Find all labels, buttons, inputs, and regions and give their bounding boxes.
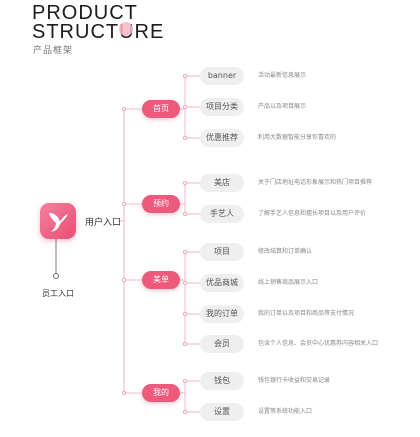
desc-project-category: 产品以及项目展示 bbox=[258, 103, 307, 110]
staff-entry-label: 员工入口 bbox=[42, 289, 74, 298]
node-artisan: 手艺人 bbox=[200, 205, 244, 223]
branch-orders: 美单 bbox=[142, 271, 180, 289]
desc-project: 修改结算和订单确认 bbox=[258, 248, 313, 255]
title-accent-dot bbox=[119, 22, 133, 36]
desc-settings: 设置等系统功能入口 bbox=[258, 408, 313, 415]
node-membership: 会员 bbox=[200, 335, 244, 353]
node-settings: 设置 bbox=[200, 403, 244, 421]
node-banner: banner bbox=[200, 67, 244, 85]
node-store: 美店 bbox=[200, 174, 244, 192]
node-project: 项目 bbox=[200, 243, 244, 261]
app-logo-icon bbox=[40, 203, 76, 239]
node-wallet: 钱包 bbox=[200, 372, 244, 390]
node-mall: 优品商城 bbox=[200, 274, 244, 292]
page-subtitle: 产品框架 bbox=[33, 46, 74, 56]
branch-mine: 我的 bbox=[142, 384, 180, 402]
desc-mall: 线上销售商品展示入口 bbox=[258, 279, 319, 286]
desc-banner: 活动最新信息展示 bbox=[258, 72, 307, 79]
node-recommend: 优惠推荐 bbox=[200, 129, 244, 147]
user-entry-label: 用户入口 bbox=[85, 218, 122, 228]
desc-membership: 包含个人信息、会员中心优惠券内容相关入口 bbox=[258, 340, 379, 347]
branch-booking: 预约 bbox=[142, 195, 180, 213]
desc-my-orders: 我的订单以及项目和商品等支付情况 bbox=[258, 310, 355, 317]
desc-artisan: 了解手艺人信息和擅长项目以及用户评价 bbox=[258, 210, 367, 217]
branch-home: 首页 bbox=[142, 100, 180, 118]
node-my-orders: 我的订单 bbox=[200, 305, 244, 323]
desc-wallet: 钱包银行卡收益和交易记录 bbox=[258, 377, 331, 384]
desc-recommend: 利用大数据智能分享你喜欢的 bbox=[258, 134, 337, 141]
desc-store: 关于门店地址电话形象展示和热门项目推荐 bbox=[258, 179, 373, 186]
title-line-1: PRODUCT bbox=[32, 2, 138, 24]
node-project-category: 项目分类 bbox=[200, 98, 244, 116]
